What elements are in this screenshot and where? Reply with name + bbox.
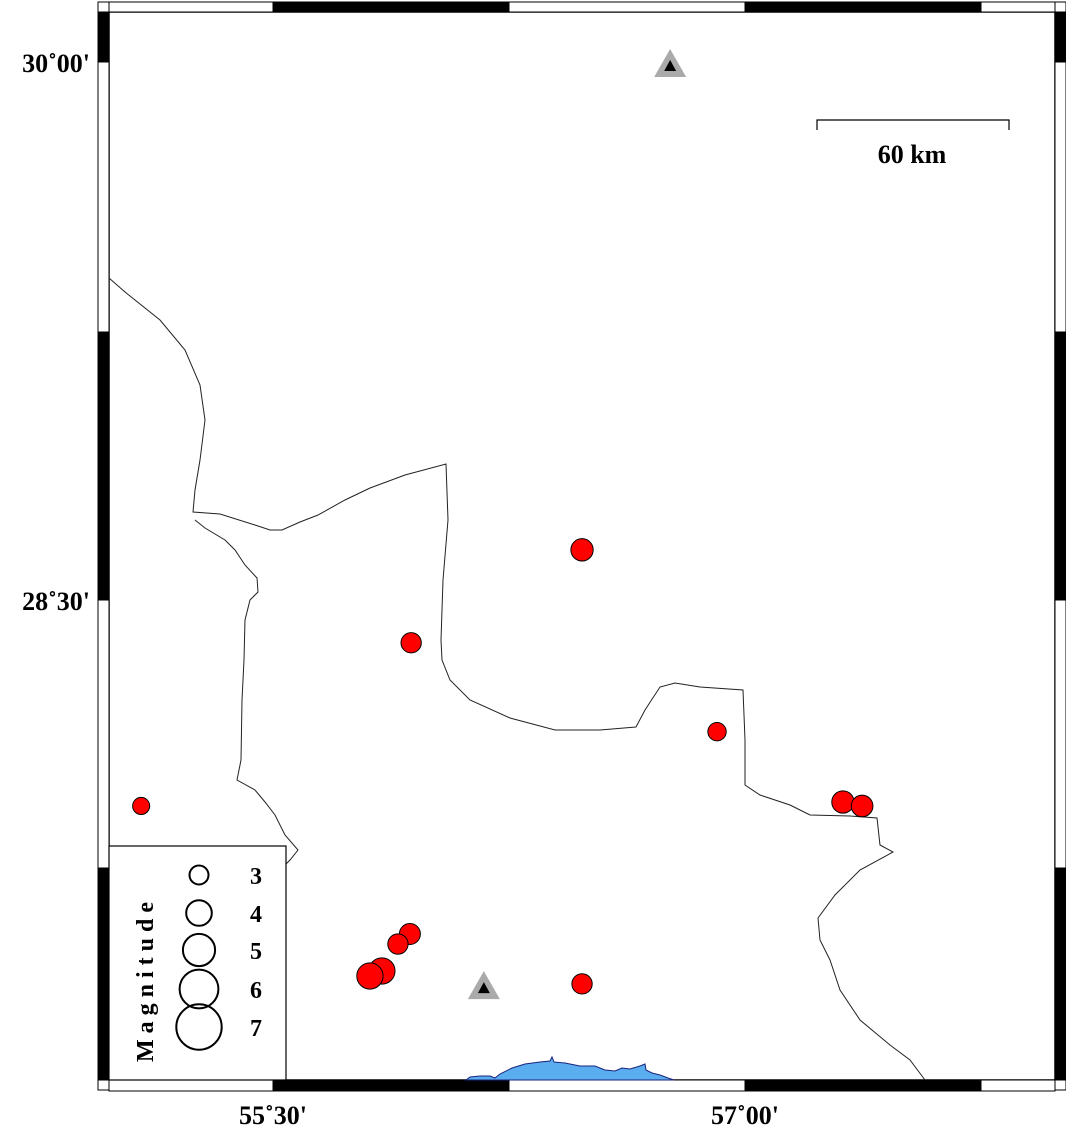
earthquake-marker	[356, 962, 384, 990]
earthquake-marker	[571, 973, 593, 995]
frame-segment	[980, 1079, 1056, 1092]
province-boundaries	[108, 277, 926, 1081]
lat-label-mid: 28˚30'	[22, 587, 90, 616]
earthquake-marker	[132, 796, 151, 815]
earthquake-marker	[831, 790, 855, 814]
lon-label-right: 57˚00'	[711, 1101, 779, 1130]
frame-segment	[1054, 867, 1066, 1081]
earthquake-marker	[850, 794, 874, 818]
legend-circle	[185, 899, 213, 927]
legend-circle	[188, 864, 210, 886]
frame-segment	[1054, 61, 1066, 333]
legend-title: Magnitude	[133, 896, 159, 1062]
boundary-line	[108, 277, 926, 1081]
station-triangle-icon	[467, 971, 500, 1000]
earthquake-marker	[400, 632, 422, 654]
frame-segment	[97, 11, 110, 63]
frame-corner	[97, 1, 110, 13]
frame-segment	[97, 599, 110, 869]
legend-circle	[181, 932, 217, 968]
scale-bar: 60 km	[816, 119, 1010, 169]
frame-segment	[1054, 331, 1066, 601]
lon-label-left: 55˚30'	[239, 1101, 307, 1130]
frame-segment	[980, 1, 1056, 13]
frame-segment	[272, 1, 510, 13]
earthquake-marker	[570, 538, 594, 562]
station-triangle-icon	[654, 48, 687, 77]
earthquake-events	[132, 538, 874, 995]
frame-segment	[508, 1079, 746, 1092]
frame-segment	[272, 1079, 510, 1092]
legend-circle	[175, 1003, 223, 1051]
legend-circle	[178, 968, 220, 1010]
earthquake-marker	[387, 933, 409, 955]
scale-bar-label: 60 km	[878, 140, 947, 169]
frame-segment	[97, 61, 110, 333]
frame-segment	[108, 1079, 274, 1092]
legend-label: 5	[250, 939, 262, 965]
lat-label-top: 30˚00'	[22, 49, 90, 78]
frame-checkerboard	[97, 1, 1066, 1092]
frame-segment	[744, 1079, 982, 1092]
frame-segment	[744, 1, 982, 13]
legend-label: 3	[250, 864, 262, 890]
frame-segment	[1054, 11, 1066, 63]
frame-segment	[97, 331, 110, 601]
legend-label: 4	[250, 902, 262, 928]
frame-segment	[508, 1, 746, 13]
stations	[467, 48, 687, 1000]
legend-label: 6	[250, 978, 262, 1004]
boundary-line	[194, 519, 299, 866]
frame-segment	[1054, 599, 1066, 869]
magnitude-legend: Magnitude 3 4 5 6 7	[108, 845, 287, 1081]
legend-label: 7	[250, 1016, 262, 1042]
earthquake-marker	[707, 722, 727, 742]
frame-corner	[1054, 1, 1066, 13]
frame-segment	[97, 867, 110, 1081]
frame-corner	[97, 1079, 110, 1091]
frame-corner	[1054, 1079, 1066, 1091]
frame-segment	[108, 1, 274, 13]
gulf-water	[464, 1055, 675, 1081]
